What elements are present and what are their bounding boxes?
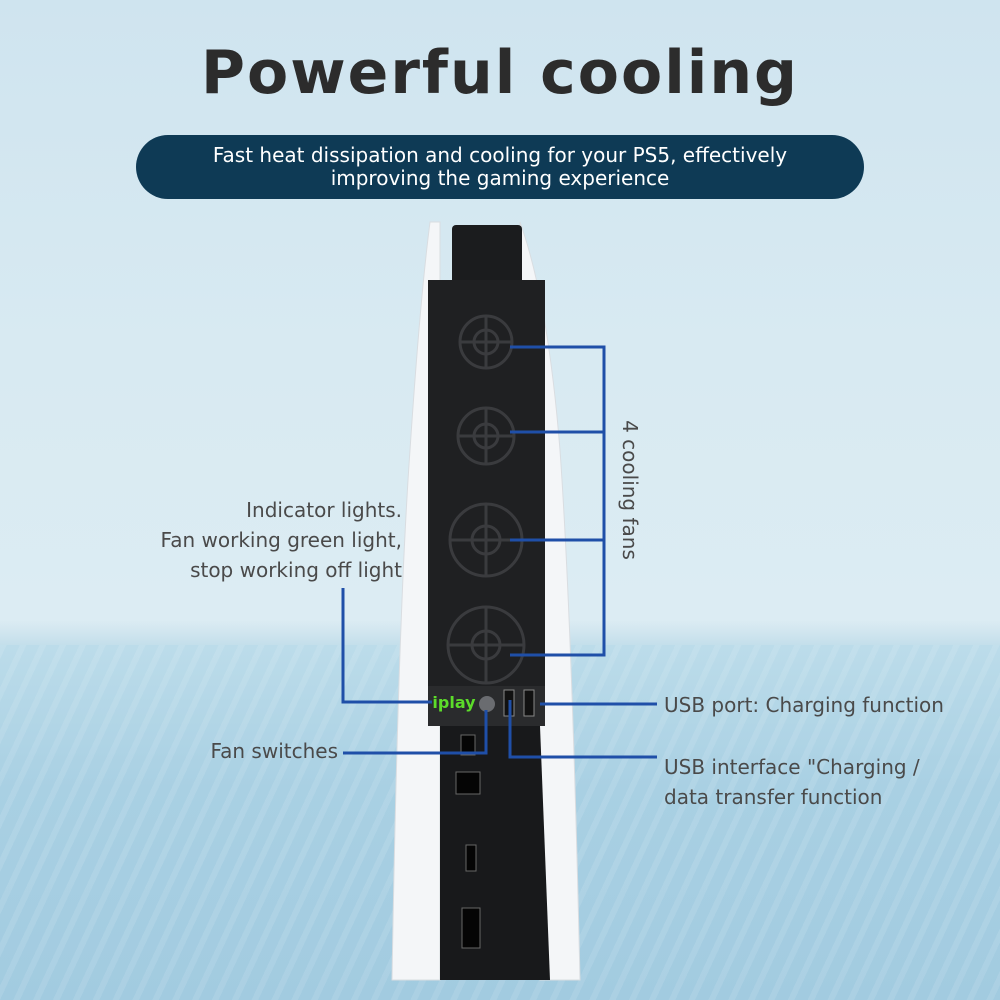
subtitle-banner: Fast heat dissipation and cooling for yo… xyxy=(136,135,864,199)
page-title: Powerful cooling xyxy=(201,38,799,108)
indicator-label: Indicator lights. Fan working green ligh… xyxy=(161,495,402,585)
console-top xyxy=(452,225,522,285)
cooler-body xyxy=(428,280,545,690)
fan-switches-label: Fan switches xyxy=(210,739,338,763)
subtitle-text: Fast heat dissipation and cooling for yo… xyxy=(212,143,788,190)
indicator-line-3: stop working off light xyxy=(190,558,402,582)
fan-switch-button xyxy=(479,696,495,712)
console-bottom xyxy=(440,726,550,980)
ethernet-port xyxy=(455,771,481,795)
power-port xyxy=(461,907,481,949)
usb-port-label: USB port: Charging function xyxy=(664,693,944,717)
callout-lines xyxy=(341,345,657,759)
usb-a-port-2 xyxy=(523,689,535,717)
usb-interface-line-1: USB interface "Charging / xyxy=(664,755,920,779)
cooling-fans-label: 4 cooling fans xyxy=(618,420,642,560)
fan-1 xyxy=(458,314,514,370)
brand-logo: iplay xyxy=(432,693,476,712)
fan-4 xyxy=(446,605,526,685)
indicator-line-2: Fan working green light, xyxy=(160,528,402,552)
indicator-line-1: Indicator lights. xyxy=(246,498,402,522)
fan-2 xyxy=(456,406,516,466)
rear-usb xyxy=(460,734,476,756)
usb-interface-line-2: data transfer function xyxy=(664,785,883,809)
usb-interface-label: USB interface "Charging / data transfer … xyxy=(664,752,920,812)
hdmi-port xyxy=(465,844,477,872)
